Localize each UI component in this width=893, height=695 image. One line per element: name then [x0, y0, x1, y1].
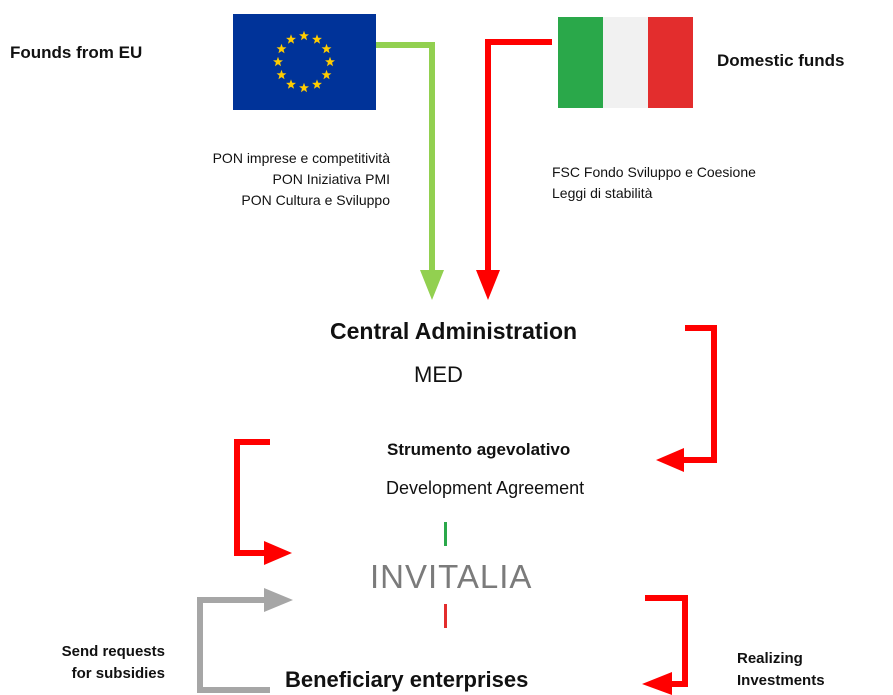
- italy-flag-icon: [558, 17, 693, 108]
- eu-star-icon: [273, 56, 283, 67]
- eu-programs-list: PON imprese e competitività PON Iniziati…: [110, 148, 390, 211]
- requests-flow-arrow: [197, 588, 293, 693]
- italy-flag-white: [603, 17, 648, 108]
- domestic-flow-arrow: [476, 39, 552, 300]
- italy-flag-green: [558, 17, 603, 108]
- realizing-investments-label: Realizing Investments: [737, 648, 825, 692]
- instrument-subtitle: Development Agreement: [386, 478, 585, 498]
- invitalia-red-bar: [444, 604, 447, 628]
- eu-star-icon: [321, 69, 332, 80]
- eu-star-icon: [325, 56, 335, 67]
- domestic-funds-label: Domestic funds: [717, 51, 845, 70]
- beneficiary-enterprises-title: Beneficiary enterprises: [285, 667, 529, 692]
- central-administration-title: Central Administration: [330, 318, 578, 344]
- eu-flow-arrow: [376, 42, 444, 300]
- invitalia-green-bar: [444, 522, 447, 546]
- send-requests-label: Send requests for subsidies: [15, 641, 165, 685]
- eu-stars: [273, 30, 335, 93]
- eu-star-icon: [321, 43, 332, 54]
- eu-star-icon: [276, 69, 287, 80]
- eu-star-icon: [312, 79, 322, 89]
- domestic-program-item: FSC Fondo Sviluppo e Coesione: [552, 164, 756, 180]
- domestic-programs-list: FSC Fondo Sviluppo e Coesione Leggi di s…: [552, 162, 756, 204]
- central-administration-subtitle: MED: [414, 362, 463, 387]
- italy-flag-red: [648, 17, 693, 108]
- send-requests-line: Send requests: [61, 643, 165, 660]
- invitalia-to-beneficiaries-arrow: [642, 595, 688, 695]
- realizing-line: Realizing: [737, 650, 803, 667]
- eu-program-item: PON Cultura e Sviluppo: [241, 192, 390, 208]
- eu-star-icon: [299, 30, 309, 41]
- eu-star-icon: [299, 82, 309, 93]
- eu-program-item: PON Iniziativa PMI: [272, 171, 390, 187]
- realizing-line: Investments: [737, 672, 825, 689]
- instrument-title: Strumento agevolativo: [387, 440, 571, 459]
- eu-funds-label: Founds from EU: [10, 43, 143, 62]
- send-requests-line: for subsidies: [71, 665, 165, 682]
- central-to-instrument-arrow: [656, 325, 717, 472]
- eu-star-icon: [276, 43, 287, 54]
- instrument-to-invitalia-arrow: [234, 439, 292, 565]
- eu-program-item: PON imprese e competitività: [212, 150, 390, 166]
- invitalia-logo: INVITALIA: [370, 558, 533, 595]
- domestic-program-item: Leggi di stabilità: [552, 185, 653, 201]
- eu-star-icon: [286, 79, 296, 89]
- eu-star-icon: [312, 34, 322, 44]
- eu-star-icon: [286, 34, 296, 44]
- eu-flag-icon: [233, 14, 376, 110]
